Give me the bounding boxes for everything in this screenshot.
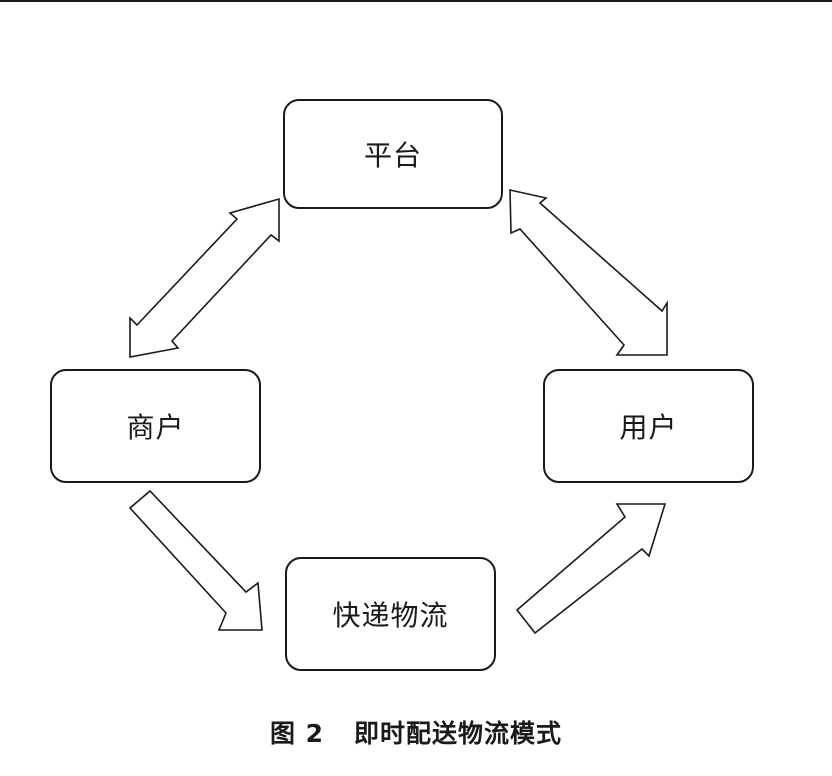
top-rule (0, 0, 832, 2)
arrow-merchant-express (128, 489, 263, 631)
node-platform-label: 平台 (363, 139, 422, 172)
node-platform: 平台 (283, 99, 503, 209)
figure-number: 图 2 (269, 719, 325, 748)
figure-title: 即时配送物流模式 (354, 719, 563, 748)
node-merchant: 商户 (50, 369, 261, 483)
arrow-express-user (515, 503, 667, 635)
node-user-label: 用户 (619, 411, 678, 444)
node-user: 用户 (543, 369, 754, 483)
arrow-platform-user (509, 188, 668, 356)
figure-caption: 图 2 即时配送物流模式 (0, 714, 832, 750)
node-express: 快递物流 (285, 557, 496, 671)
diagram-arrows (128, 188, 668, 635)
node-express-label: 快递物流 (332, 599, 449, 632)
node-merchant-label: 商户 (126, 411, 185, 444)
arrow-merchant-platform (129, 197, 280, 358)
